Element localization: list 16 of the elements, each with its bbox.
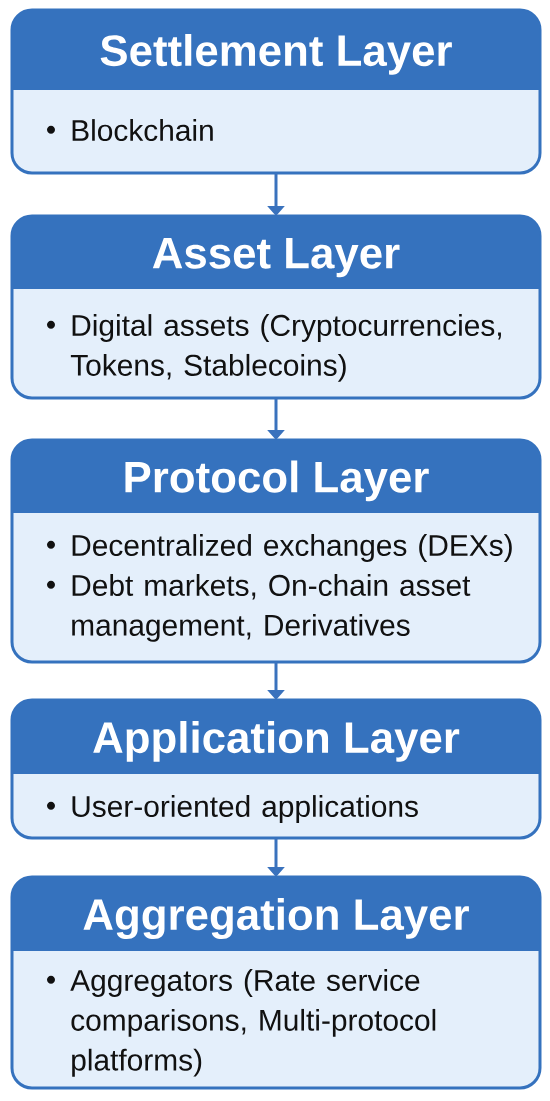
bullet-text: Blockchain <box>72 119 213 142</box>
layer-box <box>10 214 542 400</box>
bullet-text: Digital assets (Cryptocurrencies, Tokens, Stablecoins) <box>70 314 501 382</box>
bullet-text: Debt markets, On-chain asset management, Derivatives <box>72 574 471 642</box>
header-band: Aggregation Layer <box>12 877 540 951</box>
header-band: Application Layer <box>12 700 540 774</box>
layer-box <box>10 8 542 175</box>
header-band: Asset Layer <box>12 216 540 289</box>
bullet-text: Decentralized exchanges (DEXs) <box>72 534 512 562</box>
layer-box <box>10 875 542 1090</box>
header-band: Protocol Layer <box>12 440 540 513</box>
layer-box <box>10 438 542 664</box>
bullet-text: User-oriented applications <box>72 795 418 823</box>
bullet-text: Aggregators (Rate service comparisons, Multi-protocol platforms) <box>70 969 436 1077</box>
layer-box <box>10 698 542 840</box>
header-band: Settlement Layer <box>12 10 540 90</box>
